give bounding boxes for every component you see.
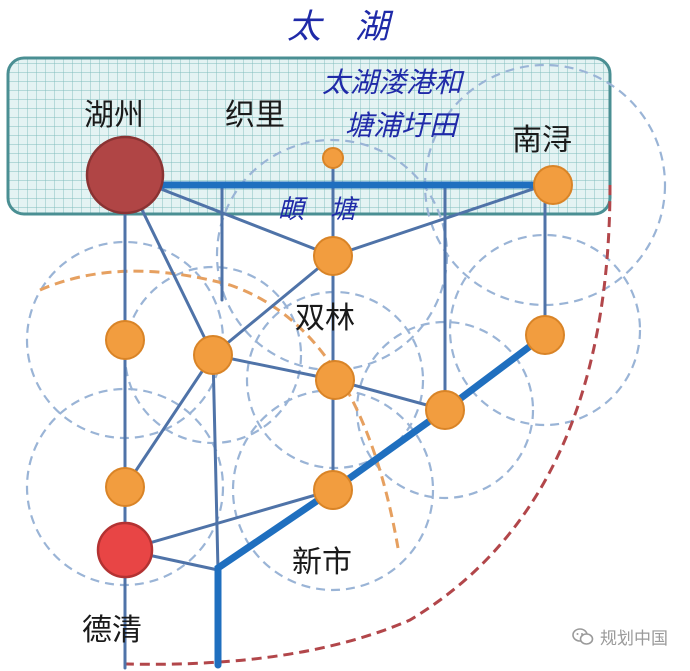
nanxun-node [533,165,573,205]
huzhou-node [85,135,165,215]
watermark: 规划中国 [572,624,668,649]
town-nodes [85,135,573,579]
wechat-icon [572,627,594,645]
polder-label-line1: 太湖溇港和 [322,66,465,99]
dike-label: 頔 塘 [278,195,360,225]
town-node [525,315,565,355]
service-circle [245,290,425,470]
zhili-label: 织里 [225,98,285,133]
watermark-text: 规划中国 [600,629,668,649]
deqing-node [96,521,154,579]
nanxun-label: 南浔 [512,123,572,158]
town-node [105,467,145,507]
lake-title: 太 湖 [287,7,394,47]
thin-roads [123,156,547,670]
polder-label-line2: 塘浦圩田 [345,109,460,142]
service-circle [448,233,642,427]
orange-dashed-arc [39,269,400,549]
zhili-node [322,147,344,169]
huzhou-label: 湖州 [84,98,144,133]
town-node [313,236,353,276]
shuanglin-label: 双林 [295,301,355,336]
town-node [105,320,145,360]
town-node [425,390,465,430]
shuanglin-node [315,360,355,400]
red-dashed-boundary [124,184,612,666]
town-node [193,335,233,375]
xinshi-label: 新市 [292,545,352,580]
deqing-label: 德清 [82,613,142,648]
xinshi-node [313,470,353,510]
